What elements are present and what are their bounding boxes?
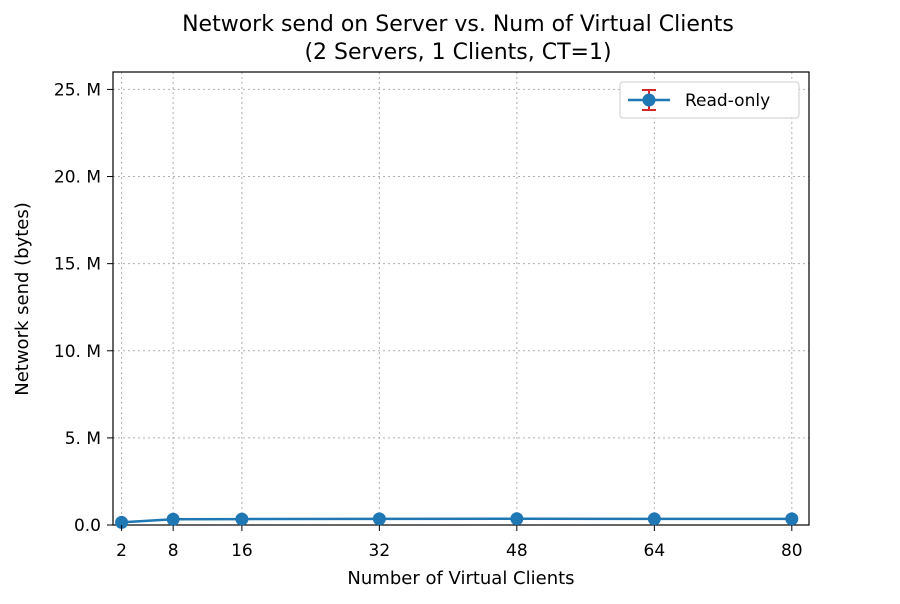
tick-layer: 2 8 16 32 48 64 80 0.0 5. M 10. M 15. M 20. M 25. M bbox=[54, 80, 803, 561]
x-tick-label-48: 48 bbox=[506, 541, 528, 561]
x-tick-label-8: 8 bbox=[168, 541, 179, 561]
legend: Read-only bbox=[619, 81, 800, 119]
x-tick-label-2: 2 bbox=[116, 541, 127, 561]
y-tick-label-4: 20. M bbox=[54, 168, 101, 188]
x-tick-label-64: 64 bbox=[644, 541, 666, 561]
plot-frame bbox=[112, 71, 810, 526]
chart-subtitle: (2 Servers, 1 Clients, CT=1) bbox=[304, 40, 611, 65]
data-point-48 bbox=[510, 512, 524, 526]
y-tick-label-5: 25. M bbox=[54, 80, 101, 100]
data-point-64 bbox=[647, 512, 661, 526]
grid-layer bbox=[113, 72, 809, 526]
y-tick-label-1: 5. M bbox=[65, 429, 101, 449]
y-axis-label: Network send (bytes) bbox=[12, 202, 33, 396]
data-point-16 bbox=[235, 512, 249, 526]
data-point-80 bbox=[785, 512, 799, 526]
x-tick-label-32: 32 bbox=[369, 541, 391, 561]
x-axis-label: Number of Virtual Clients bbox=[347, 568, 574, 589]
y-tick-label-0: 0.0 bbox=[74, 516, 101, 536]
x-tick-label-16: 16 bbox=[231, 541, 253, 561]
axes-layer bbox=[112, 71, 810, 526]
data-point-32 bbox=[372, 512, 386, 526]
y-tick-label-2: 10. M bbox=[54, 342, 101, 362]
y-tick-label-3: 15. M bbox=[54, 255, 101, 275]
legend-box bbox=[619, 81, 800, 119]
legend-marker bbox=[642, 93, 656, 107]
chart-title: Network send on Server vs. Num of Virtua… bbox=[182, 12, 734, 37]
legend-label: Read-only bbox=[685, 91, 770, 111]
data-point-8 bbox=[166, 512, 180, 526]
x-tick-label-80: 80 bbox=[781, 541, 803, 561]
